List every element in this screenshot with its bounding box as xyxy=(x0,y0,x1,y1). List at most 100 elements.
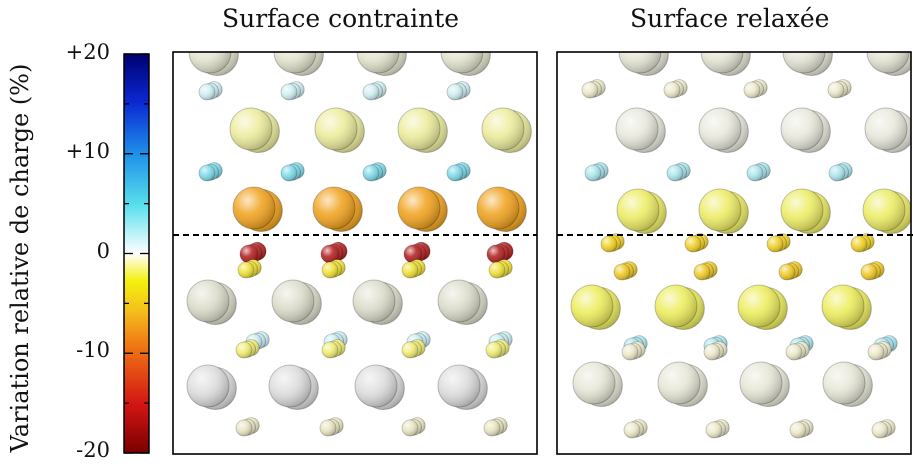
large-atom xyxy=(437,279,488,326)
tick-minus20: -20 xyxy=(76,438,110,462)
large-atom xyxy=(314,107,365,154)
large-atom xyxy=(698,107,749,154)
small-atom xyxy=(235,339,260,359)
large-atom xyxy=(570,284,621,331)
small-atom xyxy=(827,79,852,99)
large-atom xyxy=(481,107,532,154)
large-atom xyxy=(397,186,448,233)
small-atom xyxy=(401,339,426,359)
large-atom xyxy=(232,186,283,233)
large-atom xyxy=(188,52,239,77)
small-atom xyxy=(401,417,426,437)
small-atom xyxy=(663,79,688,99)
large-atom xyxy=(654,284,705,331)
small-atom xyxy=(403,241,431,264)
large-atom xyxy=(700,52,751,77)
tick-plus20: +20 xyxy=(65,40,110,64)
large-atom xyxy=(229,107,280,154)
small-atom xyxy=(483,417,508,437)
tick-minus10: -10 xyxy=(76,338,110,362)
small-atom xyxy=(237,259,262,279)
small-atom xyxy=(666,162,691,182)
small-atom xyxy=(746,162,771,182)
large-atom xyxy=(437,364,488,411)
small-atom xyxy=(401,259,426,279)
colorbar-ticks xyxy=(124,53,149,454)
small-atom xyxy=(488,259,513,279)
large-atom xyxy=(271,279,322,326)
small-atom xyxy=(743,79,768,99)
small-atom xyxy=(239,241,267,264)
large-atom xyxy=(864,107,911,154)
small-atom xyxy=(320,241,348,264)
large-atom xyxy=(186,279,237,326)
small-atom xyxy=(235,417,260,437)
large-atom xyxy=(821,284,872,331)
title-relaxee: Surface relaxée xyxy=(630,4,830,33)
large-atom xyxy=(572,361,623,408)
panel-contrainte-atoms xyxy=(186,52,532,437)
large-atom xyxy=(615,107,666,154)
small-atom xyxy=(789,419,814,439)
small-atom xyxy=(867,341,892,361)
small-atom xyxy=(871,419,896,439)
small-atom xyxy=(362,81,387,101)
large-atom xyxy=(782,52,833,77)
title-contrainte: Surface contrainte xyxy=(222,4,460,33)
small-atom xyxy=(584,162,609,182)
small-atom xyxy=(446,162,471,182)
panel-relaxee-frame xyxy=(556,51,912,455)
large-atom xyxy=(312,186,363,233)
small-atom xyxy=(684,233,709,253)
small-atom xyxy=(850,233,875,253)
large-atom xyxy=(616,188,667,235)
small-atom xyxy=(693,261,718,281)
large-atom xyxy=(440,52,491,77)
small-atom xyxy=(613,261,638,281)
small-atom xyxy=(280,162,305,182)
large-atom xyxy=(780,188,831,235)
large-atom xyxy=(657,361,708,408)
large-atom xyxy=(476,186,527,233)
small-atom xyxy=(485,339,510,359)
small-atom xyxy=(321,339,346,359)
tick-plus10: +10 xyxy=(65,139,110,163)
small-atom xyxy=(446,81,471,101)
large-atom xyxy=(822,361,873,408)
large-atom xyxy=(618,52,669,77)
large-atom xyxy=(397,107,448,154)
small-atom xyxy=(785,341,810,361)
small-atom xyxy=(828,162,853,182)
large-atom xyxy=(698,188,749,235)
tick-zero: 0 xyxy=(96,239,110,263)
large-atom xyxy=(186,364,237,411)
small-atom xyxy=(198,81,223,101)
small-atom xyxy=(321,259,346,279)
small-atom xyxy=(319,417,344,437)
small-atom xyxy=(486,241,514,264)
large-atom xyxy=(354,364,405,411)
large-atom xyxy=(739,361,790,408)
large-atom xyxy=(737,284,788,331)
large-atom xyxy=(352,279,403,326)
small-atom xyxy=(766,233,791,253)
small-atom xyxy=(703,341,728,361)
large-atom xyxy=(356,52,407,77)
small-atom xyxy=(778,261,803,281)
large-atom xyxy=(273,52,324,77)
large-atom xyxy=(268,364,319,411)
small-atom xyxy=(198,162,223,182)
panel-contrainte-frame xyxy=(172,51,538,455)
small-atom xyxy=(860,261,885,281)
small-atom xyxy=(280,81,305,101)
small-atom xyxy=(621,341,646,361)
small-atom xyxy=(705,419,730,439)
large-atom xyxy=(866,52,911,77)
small-atom xyxy=(581,79,606,99)
small-atom xyxy=(623,419,648,439)
panel-relaxee-atoms xyxy=(570,52,911,439)
large-atom xyxy=(862,188,911,235)
small-atom xyxy=(600,233,625,253)
large-atom xyxy=(780,107,831,154)
